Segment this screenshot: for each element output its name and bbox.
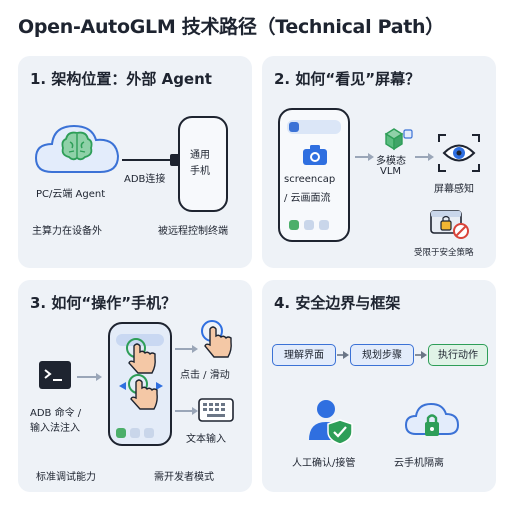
panel-architecture: 1. 架构位置：外部 Agent PC/云端 Agent ADB连接 通用 手机… (18, 56, 252, 268)
app-dot (144, 428, 154, 438)
arrow-right-icon (355, 153, 374, 161)
app-dot (130, 428, 140, 438)
panel-title: 2. 如何“看见”屏幕？ (274, 70, 421, 88)
app-dot (304, 220, 314, 230)
pointer-hand-icon (201, 320, 232, 358)
app-dot (289, 220, 299, 230)
cloud-agent-label: PC/云端 Agent (36, 189, 106, 200)
step-plan: 规划步骤 (350, 344, 414, 366)
panel-operation: 3. 如何“操作”手机？ ADB 命令 / 输入法注入 点击 / 滑动 (18, 280, 252, 492)
screen-header-bar (287, 120, 341, 134)
tap-hand-icon (126, 338, 156, 374)
page-title: Open-AutoGLM 技术路径（Technical Path） (18, 16, 444, 38)
security-policy-label: 受限于安全策略 (414, 248, 474, 258)
screencap-label: screencap (284, 174, 336, 185)
panel-safety: 4. 安全边界与框架 理解界面 规划步骤 执行动作 人工确认/接管 云手机隔离 (262, 280, 496, 492)
caption-remote-terminal: 被远程控制终端 (158, 226, 228, 237)
tap-swipe-label: 点击 / 滑动 (180, 370, 230, 381)
app-dot (289, 122, 299, 132)
keyboard-icon (198, 398, 234, 422)
vlm-cube-icon (384, 128, 413, 151)
panel-title: 1. 架构位置：外部 Agent (30, 70, 212, 88)
vlm-label-line1: 多模态 (376, 156, 406, 167)
phone-label-line1: 通用 (190, 150, 210, 161)
camera-icon (303, 145, 327, 165)
human-confirm-label: 人工确认/接管 (292, 458, 356, 469)
panel-perception: 2. 如何“看见”屏幕？ screencap / 云画面流 多模态 VLM (262, 56, 496, 268)
arrow-right-icon (175, 407, 198, 415)
arrow-right-icon (415, 153, 434, 161)
screencap-phone: screencap / 云画面流 (278, 108, 350, 242)
generic-phone: 通用 手机 (178, 116, 228, 212)
adb-link-label: ADB连接 (124, 174, 166, 185)
text-input-label: 文本输入 (186, 434, 226, 445)
panel-title: 4. 安全边界与框架 (274, 294, 401, 312)
brain-icon (61, 131, 93, 161)
user-shield-icon (309, 400, 353, 445)
eye-icon (438, 134, 480, 172)
arrow-right-icon (337, 351, 349, 359)
ime-inject-label: 输入法注入 (30, 423, 80, 434)
step-execute: 执行动作 (428, 344, 488, 366)
terminal-icon (39, 361, 71, 389)
swipe-hand-icon (119, 374, 163, 410)
cloud-stream-label: / 云画面流 (284, 193, 331, 204)
arrow-right-icon (415, 351, 427, 359)
arrow-right-icon (77, 373, 102, 381)
caption-compute-outside: 主算力在设备外 (32, 226, 102, 237)
phone-label-line2: 手机 (190, 166, 210, 177)
app-dot (319, 220, 329, 230)
step-understand-ui: 理解界面 (272, 344, 336, 366)
caption-standard-debug: 标准调试能力 (36, 472, 96, 483)
cloud-lock-icon (404, 402, 460, 436)
caption-developer-mode: 需开发者模式 (154, 472, 214, 483)
arrow-right-icon (175, 345, 198, 353)
screen-perception-label: 屏幕感知 (434, 184, 474, 195)
app-dot (116, 428, 126, 438)
cloud-isolation-label: 云手机隔离 (394, 458, 444, 469)
locked-screen-icon (430, 210, 469, 239)
adb-command-label: ADB 命令 / (30, 408, 82, 419)
panel-title: 3. 如何“操作”手机？ (30, 294, 177, 312)
vlm-label-line2: VLM (380, 166, 402, 177)
